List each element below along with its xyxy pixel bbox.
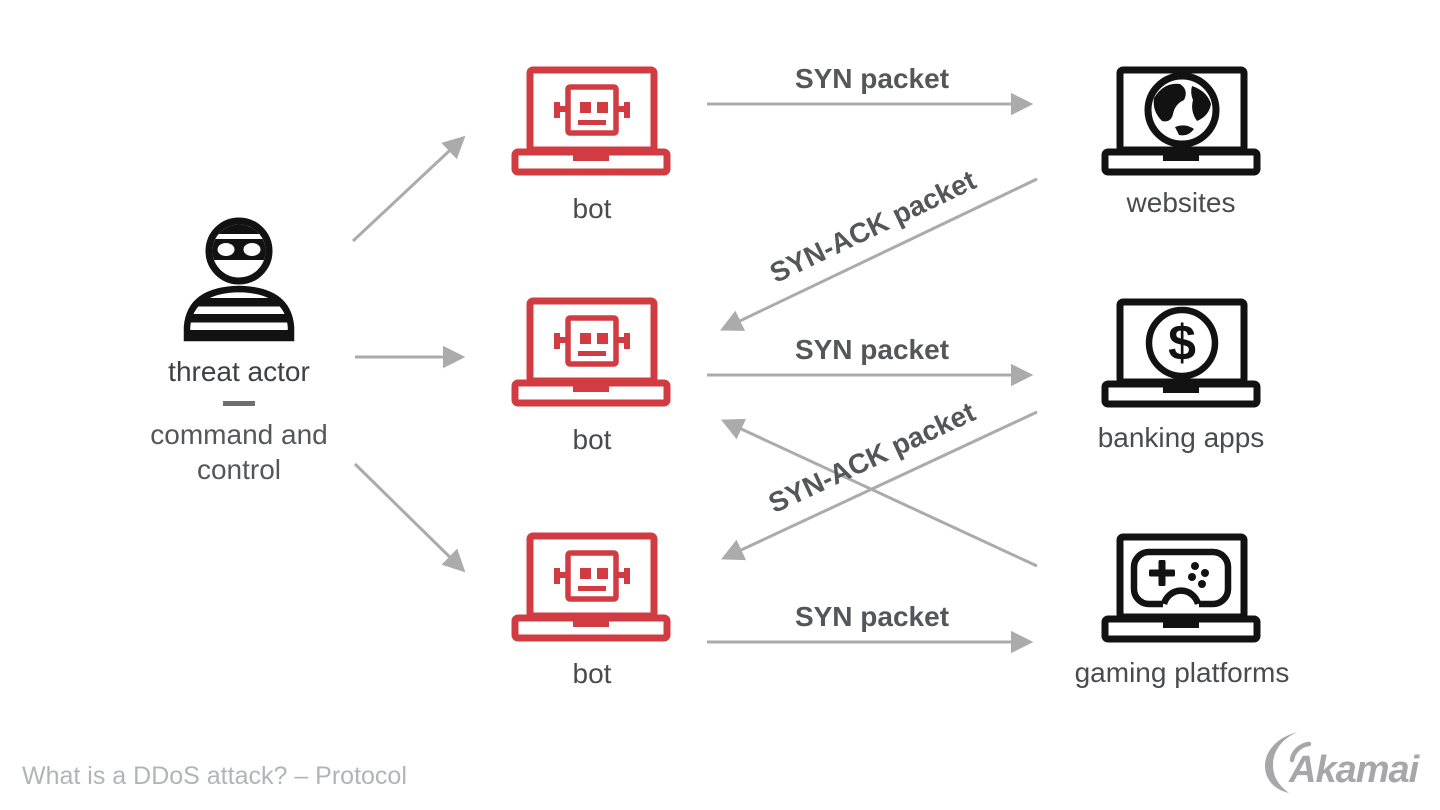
- dollar-laptop-icon: $: [1105, 302, 1257, 404]
- dollar-glyph: $: [1168, 315, 1196, 371]
- banking-apps-label: banking apps: [1097, 422, 1265, 453]
- akamai-logo-text: Akamai: [1288, 749, 1421, 791]
- masked-person-icon: [183, 217, 295, 342]
- arrow-synack-websites-to-middle-bot: [719, 177, 1038, 331]
- threat-actor-label: threat actor: [168, 356, 310, 387]
- syn-packet-label: SYN packet: [794, 334, 950, 365]
- command-and-control-label: command and control: [150, 419, 328, 485]
- arrow-command-top-bot: [351, 135, 466, 243]
- bot-laptop-icon: [515, 70, 667, 172]
- gaming-platforms-label: gaming platforms: [1074, 657, 1290, 688]
- bot-label: bot: [572, 193, 612, 224]
- divider-dash: [223, 401, 255, 406]
- globe-laptop-icon: [1105, 70, 1257, 172]
- arrow-synack-banking-to-bottom-bot: [720, 410, 1038, 561]
- bot-label: bot: [572, 658, 612, 689]
- bot-laptop-icon: [515, 301, 667, 403]
- bot-label: bot: [572, 424, 612, 455]
- akamai-logo: Akamai: [1265, 732, 1422, 793]
- footer-caption: What is a DDoS attack? – Protocol: [22, 762, 407, 790]
- akamai-swoosh-icon: [1265, 732, 1298, 793]
- arrow-synack-gaming-to-middle-bot: [720, 418, 1038, 568]
- syn-packet-label: SYN packet: [794, 601, 950, 632]
- websites-label: websites: [1126, 187, 1236, 218]
- akamai-swoosh-icon: [1289, 741, 1312, 763]
- bot-laptop-icon: [515, 536, 667, 638]
- syn-packet-label: SYN packet: [794, 63, 950, 94]
- gamepad-laptop-icon: [1105, 537, 1257, 639]
- arrow-command-bottom-bot: [353, 462, 466, 573]
